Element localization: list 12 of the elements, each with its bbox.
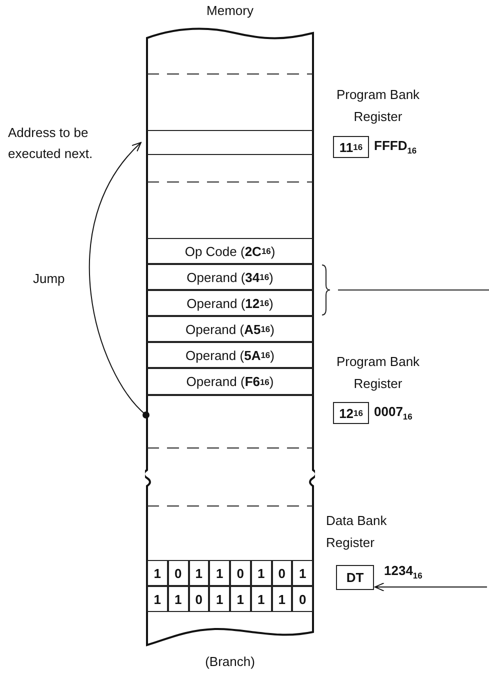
register-name: Program Bank Register (335, 86, 421, 126)
arrow (374, 582, 488, 592)
register-box: DT (336, 565, 374, 590)
memory-heading: Memory (206, 3, 254, 18)
register-name: Data Bank Register (326, 512, 388, 552)
arrow (88, 142, 150, 418)
register-value: 1234$_{16}$ (384, 563, 422, 581)
register-value: FFFD$_{16}$ (374, 138, 417, 156)
register-name: Program Bank Register (335, 353, 421, 393)
note-text: Address to be executed next. (8, 124, 94, 163)
register-value: 0007$_{16}$ (374, 404, 412, 422)
caption: (Branch) (204, 654, 256, 669)
